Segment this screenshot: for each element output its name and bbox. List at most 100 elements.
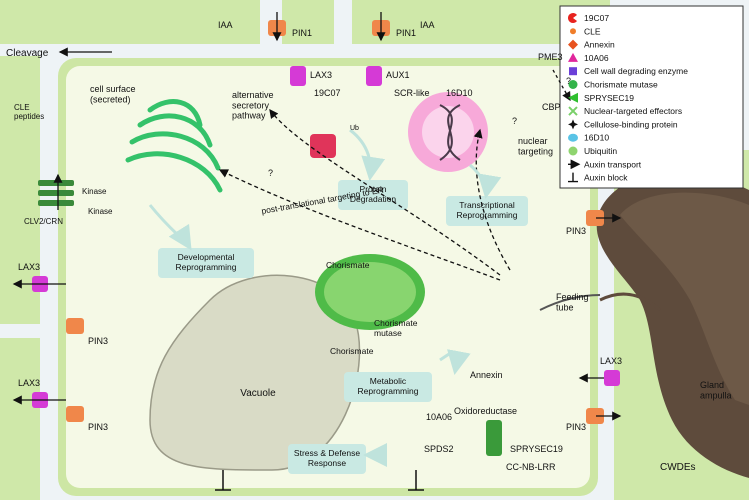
legend-label: Nuclear-targeted effectors bbox=[584, 106, 682, 116]
legend-symbol-cloud-blue bbox=[568, 133, 578, 142]
lax3-top-label: LAX3 bbox=[310, 70, 332, 80]
lax3-top-icon bbox=[290, 66, 306, 86]
pin1-left-label: PIN1 bbox=[292, 28, 312, 38]
question-mark-2: ? bbox=[512, 116, 517, 126]
chorismate-bottom-label: Chorismate bbox=[330, 346, 374, 356]
legend-box bbox=[559, 5, 744, 189]
annexin-label: Annexin bbox=[470, 370, 503, 380]
nematode-inner bbox=[620, 192, 749, 405]
effector-10a06-label: 10A06 bbox=[426, 412, 452, 422]
scr-like-label: SCR-like bbox=[394, 88, 430, 98]
legend-symbol-ub-green bbox=[568, 146, 578, 156]
legend-label: Auxin transport bbox=[584, 159, 642, 169]
aux1-top-label: AUX1 bbox=[386, 70, 410, 80]
effector-19c07-label: 19C07 bbox=[314, 88, 341, 98]
legend-label: Cellulose-binding protein bbox=[584, 119, 678, 129]
legend-label: CLE bbox=[584, 26, 601, 36]
protein-degradation-box bbox=[338, 180, 408, 210]
spds2-label: SPDS2 bbox=[424, 444, 454, 454]
oxidoreductase-label: Oxidoreductase bbox=[454, 406, 517, 416]
legend-label: 10A06 bbox=[584, 53, 609, 63]
legend-label: Auxin block bbox=[584, 173, 628, 183]
legend-symbol-star-black bbox=[568, 119, 578, 130]
ub-complex bbox=[310, 134, 336, 158]
pin3-left-lower-label: PIN3 bbox=[88, 422, 108, 432]
golgi-apparatus bbox=[125, 99, 223, 193]
pin3-right-upper-icon bbox=[586, 210, 604, 226]
kinase-b-label: Kinase bbox=[88, 207, 113, 216]
lax3-right-label: LAX3 bbox=[600, 356, 622, 366]
cleavage-label: Cleavage bbox=[6, 48, 49, 59]
dna-helix-strand bbox=[439, 104, 461, 161]
cc-nb-lrr-label: CC-NB-LRR bbox=[506, 462, 556, 472]
clv2-crn-label: CLV2/CRN bbox=[24, 217, 63, 226]
legend-symbol-square-purple bbox=[569, 67, 577, 76]
question-mark-1: ? bbox=[566, 76, 571, 86]
legend-label: Ubiquitin bbox=[584, 146, 617, 156]
cwdes-label: CWDEs bbox=[660, 462, 696, 473]
feeding-tube bbox=[539, 294, 601, 311]
legend-symbol-pacman-red bbox=[568, 12, 577, 24]
legend-label: Cell wall degrading enzyme bbox=[584, 66, 688, 76]
legend-symbol-block bbox=[568, 172, 578, 183]
boxes bbox=[158, 180, 528, 474]
legend-symbol-triangle-magenta bbox=[568, 52, 578, 62]
metabolic-reprogramming-box bbox=[344, 372, 432, 402]
pin3-left-lower-icon bbox=[66, 406, 84, 422]
kinase-a-label: Kinase bbox=[82, 187, 107, 196]
legend-label: Chorismate mutase bbox=[584, 80, 658, 90]
cell-surface-label: cell surface(secreted) bbox=[90, 84, 136, 104]
effector-16d10-label: 16D10 bbox=[446, 88, 473, 98]
pin3-right-lower-icon bbox=[586, 408, 604, 424]
neighbor-cell-top-middle bbox=[282, 0, 334, 44]
legend-label: Annexin bbox=[584, 40, 615, 50]
cc-nb-lrr-stack bbox=[486, 420, 502, 456]
neighbor-cell-left-lower bbox=[0, 338, 40, 500]
neighbor-cell-top-left bbox=[0, 0, 260, 44]
pin1-right-label: PIN1 bbox=[396, 28, 416, 38]
pin3-left-upper-label: PIN3 bbox=[88, 336, 108, 346]
legend-symbol-circle-green bbox=[568, 80, 578, 89]
legend-symbol-diamond-orange bbox=[568, 39, 578, 50]
iaa-right-label: IAA bbox=[420, 20, 435, 30]
vacuole-label: Vacuole bbox=[240, 388, 276, 399]
stylet bbox=[599, 292, 662, 312]
lax3-left-lower-label: LAX3 bbox=[18, 378, 40, 388]
transcriptional-reprogramming-box bbox=[446, 196, 528, 226]
chorismate-top-label: Chorismate bbox=[326, 260, 370, 270]
question-mark-3: ? bbox=[268, 168, 273, 178]
nucleolus bbox=[422, 106, 474, 158]
cbp-label: CBP bbox=[542, 102, 561, 112]
pin3-right-lower-label: PIN3 bbox=[566, 422, 586, 432]
legend-label: 16D10 bbox=[584, 133, 609, 143]
stress-defense-box bbox=[288, 444, 366, 474]
pme3-label: PME3 bbox=[538, 52, 563, 62]
plastid-inner bbox=[324, 262, 416, 322]
lax3-right-icon bbox=[604, 370, 620, 386]
legend-symbol-cross-green bbox=[568, 106, 578, 116]
developmental-reprogramming-box bbox=[158, 248, 254, 278]
legend-symbols bbox=[568, 12, 581, 183]
aux1-top-icon bbox=[366, 66, 382, 86]
legend-label: SPRYSEC19 bbox=[584, 93, 634, 103]
pin3-right-upper-label: PIN3 bbox=[566, 226, 586, 236]
clv2-crn-receptor bbox=[38, 180, 74, 206]
pin3-left-upper-icon bbox=[66, 318, 84, 334]
lax3-left-upper-label: LAX3 bbox=[18, 262, 40, 272]
ubiquitin-label: Ub bbox=[350, 125, 359, 132]
legend-symbol-triangle-green bbox=[568, 92, 578, 103]
iaa-left-label: IAA bbox=[218, 20, 233, 30]
